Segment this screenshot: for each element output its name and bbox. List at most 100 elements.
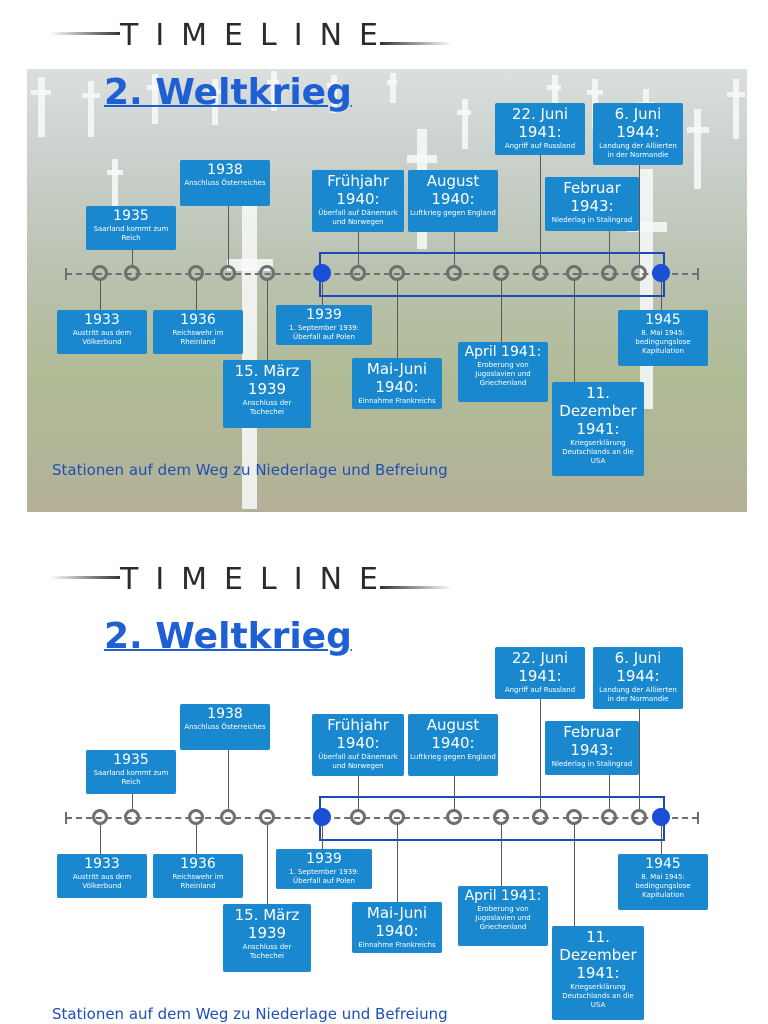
timeline-node — [532, 809, 548, 825]
event-box-e1943: Februar 1943:Niederlag in Stalingrad — [545, 721, 639, 775]
event-connector — [661, 825, 662, 854]
header-logo-text: TIMELINE — [120, 562, 395, 597]
event-date: August 1940: — [426, 172, 480, 208]
event-date: 22. Juni 1941: — [511, 649, 569, 685]
header-line-left — [50, 32, 120, 35]
event-date: 15. März 1939 — [234, 906, 300, 942]
event-text: Angriff auf Russland — [504, 686, 576, 694]
event-text: Anschluss Österreiches — [184, 723, 266, 731]
event-box-e1940mj: Mai-Juni 1940:Einnahme Frankreichs — [352, 358, 442, 409]
event-text: 8. Mai 1945: bedingungslose Kapitulation — [635, 329, 691, 355]
event-text: Reichswehr im Rheinland — [172, 873, 224, 890]
event-box-e1940a: August 1940:Luftkrieg gegen England — [408, 714, 498, 776]
event-date: Februar 1943: — [563, 723, 621, 759]
event-text: Anschluss Österreiches — [184, 179, 266, 187]
event-text: 8. Mai 1945: bedingungslose Kapitulation — [635, 873, 691, 899]
event-box-e1941j: 22. Juni 1941:Angriff auf Russland — [495, 647, 585, 699]
event-text: Niederlag in Stalingrad — [551, 216, 633, 224]
event-date: 1935 — [113, 208, 149, 224]
event-connector — [100, 281, 101, 310]
event-text: Überfall auf Dänemark und Norwegen — [318, 753, 398, 770]
event-box-e1941j: 22. Juni 1941:Angriff auf Russland — [495, 103, 585, 155]
event-text: Landung der Alliierten in der Normandie — [599, 142, 677, 159]
event-date: Frühjahr 1940: — [327, 716, 389, 752]
timeline-node — [220, 265, 236, 281]
event-box-e1941d: 11. Dezember 1941:Kriegserklärung Deutsc… — [552, 382, 644, 476]
timeline-axis-start — [65, 268, 67, 280]
timeline-axis-end — [697, 812, 699, 824]
timeline-node — [652, 264, 670, 282]
event-date: 1936 — [180, 856, 216, 872]
event-text: Eroberung von Jugoslavien und Griechenla… — [475, 361, 531, 387]
timeline-node — [631, 265, 647, 281]
event-connector — [196, 281, 197, 310]
event-date: 1939 — [306, 307, 342, 323]
event-text: Austritt aus dem Völkerbund — [72, 873, 132, 890]
event-date: 11. Dezember 1941: — [559, 928, 637, 982]
timeline-axis — [66, 273, 698, 275]
event-connector — [661, 281, 662, 310]
event-connector — [639, 709, 640, 809]
event-text: Austritt aus dem Völkerbund — [72, 329, 132, 346]
event-connector — [574, 825, 575, 926]
event-date: 6. Juni 1944: — [614, 105, 662, 141]
event-date: Mai-Juni 1940: — [366, 904, 428, 940]
timeline-node — [313, 264, 331, 282]
event-date: 1936 — [180, 312, 216, 328]
timeline-axis — [66, 817, 698, 819]
event-text: Landung der Alliierten in der Normandie — [599, 686, 677, 703]
event-date: 1945 — [645, 856, 681, 872]
event-connector — [397, 825, 398, 902]
event-date: 1938 — [207, 162, 243, 178]
event-date: 15. März 1939 — [234, 362, 300, 398]
event-text: Kriegserklärung Deutschlands an die USA — [562, 983, 634, 1009]
timeline-node — [259, 265, 275, 281]
event-connector — [132, 250, 133, 265]
event-connector — [609, 231, 610, 265]
event-box-e1940a: August 1940:Luftkrieg gegen England — [408, 170, 498, 232]
event-connector — [267, 825, 268, 904]
event-box-e1941a: April 1941:Eroberung von Jugoslavien und… — [458, 342, 548, 402]
timeline-node — [313, 808, 331, 826]
event-date: 1933 — [84, 856, 120, 872]
event-date: 1938 — [207, 706, 243, 722]
event-connector — [609, 775, 610, 809]
timeline-node — [631, 809, 647, 825]
timeline-node — [220, 809, 236, 825]
event-date: Februar 1943: — [563, 179, 621, 215]
timeline-node — [259, 809, 275, 825]
event-connector — [267, 281, 268, 360]
event-text: Überfall auf Dänemark und Norwegen — [318, 209, 398, 226]
event-text: Eroberung von Jugoslavien und Griechenla… — [475, 905, 531, 931]
timeline-caption: Stationen auf dem Weg zu Niederlage und … — [52, 1005, 448, 1023]
event-text: 1. September 1939: Überfall auf Polen — [289, 324, 359, 341]
event-text: Anschluss der Tschechei — [242, 399, 292, 416]
event-box-e1941d: 11. Dezember 1941:Kriegserklärung Deutsc… — [552, 926, 644, 1020]
event-text: Saarland kommt zum Reich — [93, 769, 169, 786]
timeline-node — [566, 265, 582, 281]
header-line-left — [50, 576, 120, 579]
event-connector — [196, 825, 197, 854]
event-date: Mai-Juni 1940: — [366, 360, 428, 396]
event-text: Kriegserklärung Deutschlands an die USA — [562, 439, 634, 465]
page-title: 2. Weltkrieg — [104, 72, 352, 113]
event-text: Saarland kommt zum Reich — [93, 225, 169, 242]
timeline-node — [92, 809, 108, 825]
event-connector — [574, 281, 575, 382]
event-date: 1933 — [84, 312, 120, 328]
timeline-node — [601, 809, 617, 825]
event-connector — [397, 281, 398, 358]
event-text: Reichswehr im Rheinland — [172, 329, 224, 346]
timeline-node — [532, 265, 548, 281]
event-connector — [132, 794, 133, 809]
